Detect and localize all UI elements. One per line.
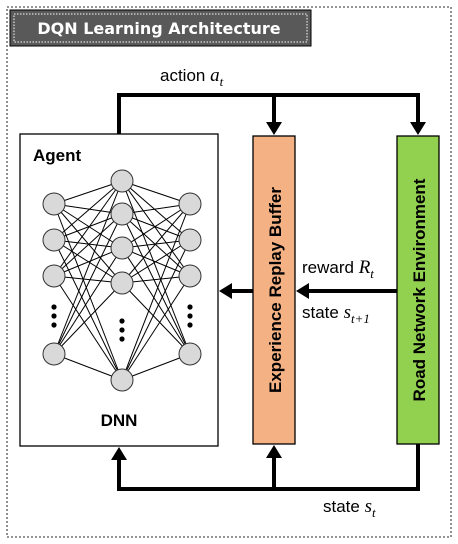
buffer-to-agent-arrowhead <box>219 283 232 299</box>
nn-connection <box>53 239 123 381</box>
nn-connection <box>121 180 191 205</box>
nn-connection <box>121 239 191 381</box>
nn-connection <box>121 275 191 381</box>
nn-nodes <box>42 169 202 392</box>
nn-ellipsis-dot <box>187 322 193 328</box>
nn-neuron <box>42 228 66 252</box>
nn-ellipsis-dot <box>51 322 57 328</box>
nn-connection <box>53 213 123 241</box>
agent-label: Agent <box>33 146 82 165</box>
state-to-buffer-arrowhead <box>266 445 282 458</box>
nn-connection <box>53 180 123 355</box>
action-to-buffer-arrowhead <box>266 122 282 135</box>
nn-neuron <box>42 342 66 366</box>
diagram-title: DQN Learning Architecture <box>37 19 280 38</box>
nn-connection <box>121 213 191 241</box>
nn-ellipsis-dot <box>51 304 57 310</box>
nn-connection <box>53 180 123 277</box>
nn-ellipsis-dot <box>119 318 125 324</box>
nn-neuron <box>110 169 134 193</box>
nn-neuron <box>178 228 202 252</box>
replay-buffer-box <box>252 135 296 445</box>
dnn-label: DNN <box>101 411 138 430</box>
nn-connection <box>121 239 191 284</box>
nn-neuron <box>110 368 134 392</box>
nn-connection <box>121 213 191 355</box>
nn-neuron <box>110 202 134 226</box>
nn-neuron <box>110 236 134 260</box>
nn-connection <box>121 203 191 249</box>
state-to-agent-arrowhead <box>111 447 127 460</box>
nn-connection <box>53 180 123 241</box>
nn-connection <box>121 353 191 381</box>
nn-neuron <box>42 264 66 288</box>
nn-connection <box>121 180 191 241</box>
nn-neuron <box>42 192 66 216</box>
nn-neuron <box>178 264 202 288</box>
nn-connection <box>53 247 123 355</box>
replay-buffer-label: Experience Replay Buffer <box>266 187 285 393</box>
nn-edges <box>53 180 191 381</box>
environment-box <box>396 135 440 445</box>
reward-arrowhead <box>296 283 309 299</box>
nn-neuron <box>178 342 202 366</box>
action-arrow <box>117 93 420 134</box>
nn-connection <box>53 282 123 355</box>
next-state-label: state st+1 <box>302 302 370 326</box>
nn-connection <box>121 213 191 277</box>
action-to-env-arrowhead <box>410 122 426 135</box>
nn-ellipsis-dot <box>187 304 193 310</box>
nn-connection <box>121 203 191 381</box>
nn-neuron <box>178 192 202 216</box>
nn-connection <box>53 213 123 355</box>
nn-connection <box>53 353 123 381</box>
nn-connection <box>53 275 123 381</box>
environment-label: Road Network Environment <box>410 178 429 401</box>
nn-connection <box>121 180 191 355</box>
nn-connection <box>53 213 123 277</box>
nn-ellipsis-dot <box>51 313 57 319</box>
nn-connection <box>121 247 191 355</box>
title-banner: DQN Learning Architecture <box>9 9 312 47</box>
state-label: state st <box>323 496 376 520</box>
nn-connection <box>121 203 191 284</box>
nn-connection <box>121 180 191 277</box>
nn-connection <box>121 282 191 355</box>
nn-neuron <box>110 271 134 295</box>
nn-ellipsis-dot <box>119 336 125 342</box>
nn-connection <box>53 180 123 205</box>
reward-label: reward Rt <box>302 257 374 281</box>
nn-connection <box>53 247 123 277</box>
nn-connection <box>53 203 123 249</box>
nn-connection <box>53 203 123 381</box>
action-label: action at <box>160 65 224 89</box>
state-arrow <box>117 444 420 491</box>
nn-ellipsis-dot <box>187 313 193 319</box>
nn-ellipsis-dot <box>119 327 125 333</box>
